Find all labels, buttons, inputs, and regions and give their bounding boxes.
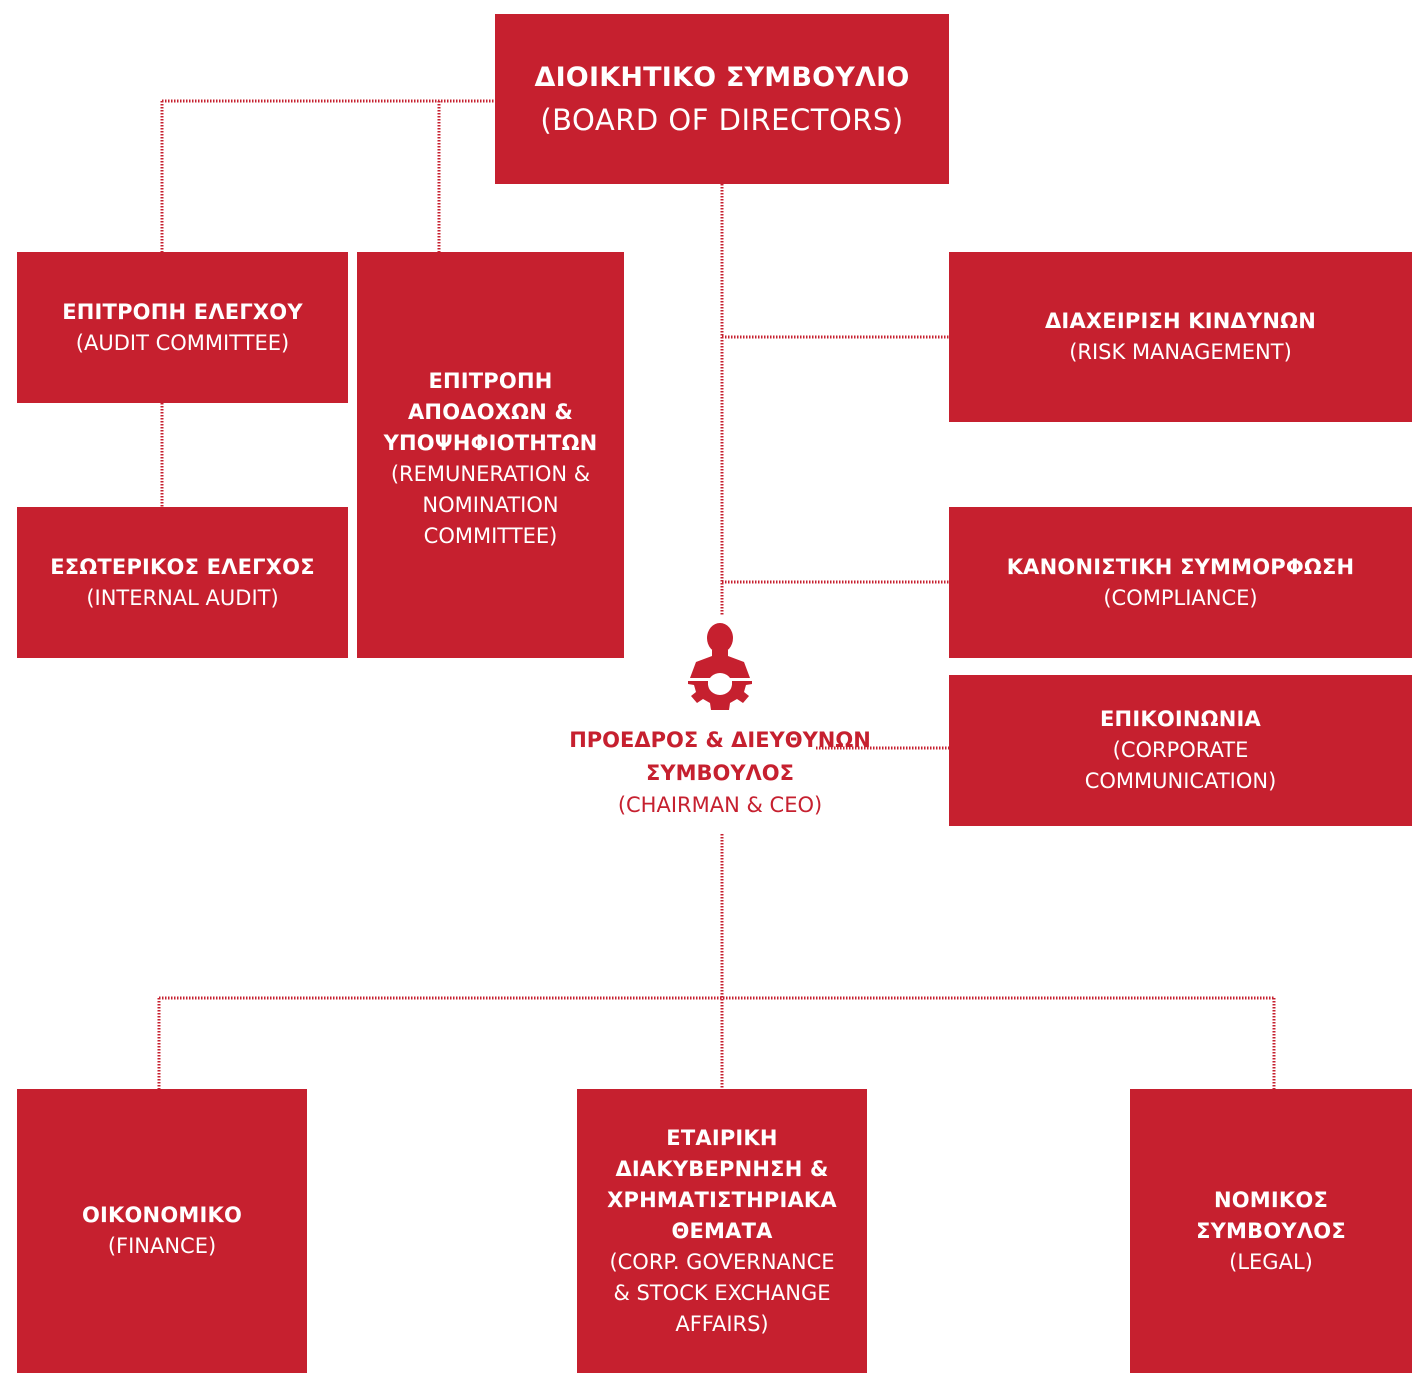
audit-committee-title-greek: ΕΠΙΤΡΟΠΗ ΕΛΕΓΧΟΥ <box>62 299 303 324</box>
audit-committee-box: ΕΠΙΤΡΟΠΗ ΕΛΕΓΧΟΥ (AUDIT COMMITTEE) <box>17 252 348 403</box>
person-gear-icon <box>684 623 756 710</box>
risk-management-title-english: (RISK MANAGEMENT) <box>1069 340 1292 364</box>
remuneration-committee-title-english: (REMUNERATION & NOMINATION COMMITTEE) <box>390 462 591 548</box>
risk-management-title-greek: ΔΙΑΧΕΙΡΙΣΗ ΚΙΝΔΥΝΩΝ <box>1044 309 1317 333</box>
board-title-greek: ΔΙΟΙΚΗΤΙΚΟ ΣΥΜΒΟΥΛΙΟ <box>534 62 910 93</box>
finance-title-english: (FINANCE) <box>107 1234 217 1258</box>
remuneration-committee-box: ΕΠΙΤΡΟΠΗ ΑΠΟΔΟΧΩΝ & ΥΠΟΨΗΦΙΟΤΗΤΩΝ (REMUN… <box>357 252 624 658</box>
legal-box: ΝΟΜΙΚΟΣ ΣΥΜΒΟΥΛΟΣ (LEGAL) <box>1130 1089 1412 1373</box>
board-of-directors-box: ΔΙΟΙΚΗΤΙΚΟ ΣΥΜΒΟΥΛΙΟ (BOARD OF DIRECTORS… <box>495 14 949 184</box>
chairman-ceo-node: ΠΡΟΕΔΡΟΣ & ΔΙΕΥΘΥΝΩΝ ΣΥΜΒΟΥΛΟΣ (CHAIRMAN… <box>520 622 920 821</box>
ceo-title-greek: ΠΡΟΕΔΡΟΣ & ΔΙΕΥΘΥΝΩΝ ΣΥΜΒΟΥΛΟΣ <box>569 728 871 785</box>
finance-box: ΟΙΚΟΝΟΜΙΚΟ (FINANCE) <box>17 1089 307 1373</box>
ceo-title-english: (CHAIRMAN & CEO) <box>617 793 823 817</box>
risk-management-box: ΔΙΑΧΕΙΡΙΣΗ ΚΙΝΔΥΝΩΝ (RISK MANAGEMENT) <box>949 252 1412 422</box>
governance-title-greek: ΕΤΑΙΡΙΚΗ ΔΙΑΚΥΒΕΡΝΗΣΗ & ΧΡΗΜΑΤΙΣΤΗΡΙΑΚΑ … <box>607 1125 837 1243</box>
internal-audit-box: ΕΣΩΤΕΡΙΚΟΣ ΕΛΕΓΧΟΣ (INTERNAL AUDIT) <box>17 507 348 658</box>
corporate-communication-box: ΕΠΙΚΟΙΝΩΝΙΑ (CORPORATE COMMUNICATION) <box>949 675 1412 826</box>
governance-title-english: (CORP. GOVERNANCE & STOCK EXCHANGE AFFAI… <box>609 1249 835 1336</box>
legal-title-greek: ΝΟΜΙΚΟΣ ΣΥΜΒΟΥΛΟΣ <box>1196 1187 1346 1243</box>
compliance-title-greek: ΚΑΝΟΝΙΣΤΙΚΗ ΣΥΜΜΟΡΦΩΣΗ <box>1006 554 1355 579</box>
communication-title-greek: ΕΠΙΚΟΙΝΩΝΙΑ <box>1100 707 1261 731</box>
legal-title-english: (LEGAL) <box>1229 1249 1313 1274</box>
audit-committee-title-english: (AUDIT COMMITTEE) <box>75 330 290 355</box>
compliance-box: ΚΑΝΟΝΙΣΤΙΚΗ ΣΥΜΜΟΡΦΩΣΗ (COMPLIANCE) <box>949 507 1412 658</box>
internal-audit-title-english: (INTERNAL AUDIT) <box>86 585 279 610</box>
corporate-governance-box: ΕΤΑΙΡΙΚΗ ΔΙΑΚΥΒΕΡΝΗΣΗ & ΧΡΗΜΑΤΙΣΤΗΡΙΑΚΑ … <box>577 1089 867 1373</box>
remuneration-committee-title-greek: ΕΠΙΤΡΟΠΗ ΑΠΟΔΟΧΩΝ & ΥΠΟΨΗΦΙΟΤΗΤΩΝ <box>383 369 598 455</box>
board-title-english: (BOARD OF DIRECTORS) <box>540 103 904 137</box>
finance-title-greek: ΟΙΚΟΝΟΜΙΚΟ <box>81 1203 243 1227</box>
internal-audit-title-greek: ΕΣΩΤΕΡΙΚΟΣ ΕΛΕΓΧΟΣ <box>50 554 315 579</box>
compliance-title-english: (COMPLIANCE) <box>1103 585 1258 610</box>
communication-title-english: (CORPORATE COMMUNICATION) <box>1084 738 1277 793</box>
